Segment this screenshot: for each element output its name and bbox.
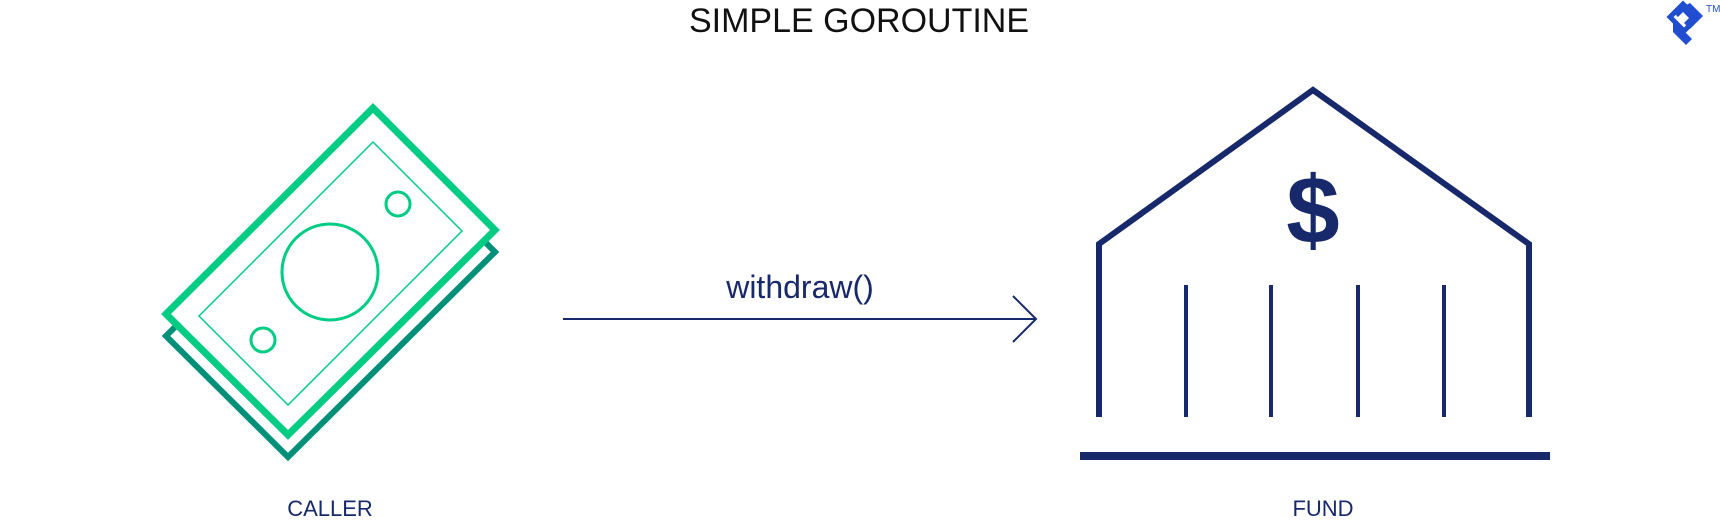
withdraw-arrow — [563, 295, 1038, 343]
bill-center-circle — [280, 222, 380, 322]
front-bill — [161, 103, 500, 440]
toptal-logo: TM — [1666, 0, 1720, 45]
bill-small-circle — [249, 326, 277, 354]
caller-money-icon — [161, 103, 500, 462]
caller-label: CALLER — [287, 496, 373, 521]
bank-roof-walls — [1096, 86, 1532, 417]
bill-small-circle — [384, 190, 412, 218]
fund-bank-icon — [1080, 86, 1550, 460]
diagram-title: SIMPLE GOROUTINE — [689, 2, 1029, 40]
dollar-icon: $ — [1286, 157, 1339, 264]
bill-inner-border — [197, 140, 464, 407]
arrow-label: withdraw() — [725, 269, 874, 305]
fund-label: FUND — [1292, 496, 1353, 521]
trademark: TM — [1706, 4, 1720, 15]
